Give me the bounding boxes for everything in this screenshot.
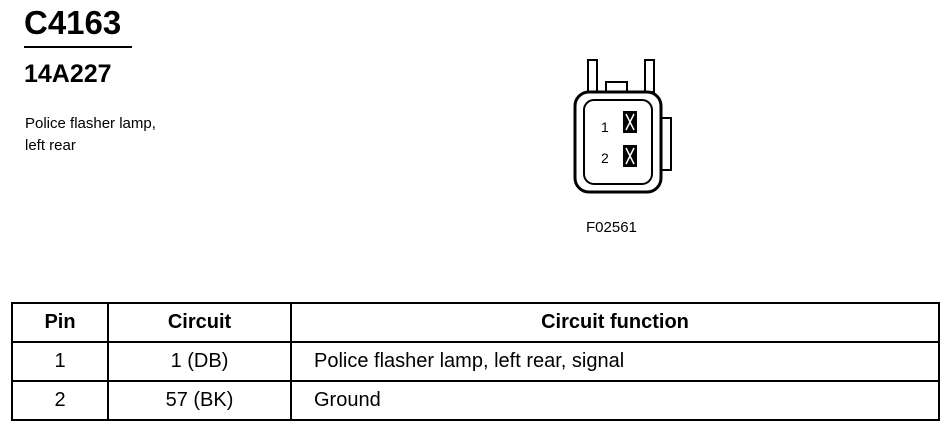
cell-circuit-function: Police flasher lamp, left rear, signal xyxy=(290,341,940,382)
header-circuit-function: Circuit function xyxy=(290,302,940,343)
connector-id: C4163 xyxy=(24,4,122,41)
connector-id-underline xyxy=(24,46,132,48)
pin-1-label: 1 xyxy=(601,119,609,135)
connector-body-inner xyxy=(583,99,653,185)
pin-2-terminal-mark xyxy=(625,147,635,165)
header-pin: Pin xyxy=(11,302,109,343)
table-row: 1 1 (DB) Police flasher lamp, left rear,… xyxy=(11,341,940,382)
table-row: 2 57 (BK) Ground xyxy=(11,380,940,421)
description-line-2: left rear xyxy=(25,137,76,154)
header-circuit: Circuit xyxy=(107,302,292,343)
part-number: 14A227 xyxy=(24,60,112,88)
connector-face-diagram: 1 2 xyxy=(573,59,672,194)
cell-circuit-function: Ground xyxy=(290,380,940,421)
cell-circuit: 1 (DB) xyxy=(107,341,292,382)
pin-2-label: 2 xyxy=(601,150,609,166)
connector-description: Police flasher lamp, left rear xyxy=(25,113,156,157)
cell-circuit: 57 (BK) xyxy=(107,380,292,421)
pinout-table: Pin Circuit Circuit function 1 1 (DB) Po… xyxy=(11,302,940,421)
pin-1-terminal-mark xyxy=(625,113,635,131)
figure-id: F02561 xyxy=(586,219,637,236)
description-line-1: Police flasher lamp, xyxy=(25,115,156,132)
connector-tab-left xyxy=(587,59,598,93)
table-header-row: Pin Circuit Circuit function xyxy=(11,302,940,343)
cell-pin: 1 xyxy=(11,341,109,382)
cell-pin: 2 xyxy=(11,380,109,421)
connector-tab-right xyxy=(644,59,655,93)
